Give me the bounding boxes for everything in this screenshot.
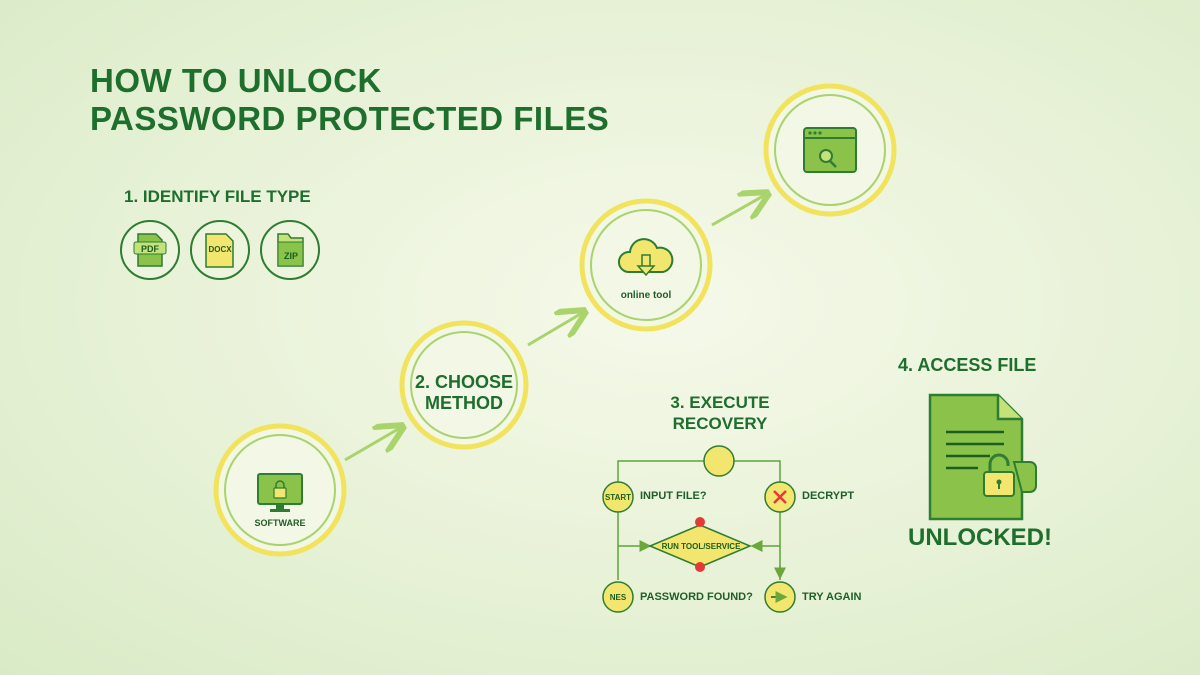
cloud-download-icon [618, 238, 674, 277]
software-label: SOFTWARE [254, 518, 306, 528]
docx-file-icon: DOCX [205, 233, 234, 268]
title-line-1: HOW TO UNLOCK [90, 62, 382, 99]
monitor-lock-icon [257, 473, 303, 512]
unlocked-label: UNLOCKED! [908, 524, 1052, 551]
step4-heading: 4. ACCESS FILE [898, 355, 1037, 375]
error-dot-top [695, 517, 705, 527]
try-again-label: TRY AGAIN [802, 591, 862, 603]
recovery-flow-lines [617, 460, 786, 580]
step1-heading: 1. IDENTIFY FILE TYPE [124, 187, 311, 206]
arrow-software-to-method [344, 428, 400, 462]
browser-search-icon [803, 127, 857, 173]
page-title: HOW TO UNLOCK PASSWORD PROTECTED FILES [90, 62, 609, 138]
pdf-file-icon: PDF [133, 233, 167, 267]
zip-file-button[interactable]: ZIP [260, 220, 320, 280]
step3-line-2: RECOVERY [672, 414, 768, 433]
flow-top-node [703, 445, 735, 477]
yes-node [602, 581, 634, 613]
decrypt-label: DECRYPT [802, 490, 855, 502]
online-tool-label: online tool [620, 290, 672, 301]
step3-heading: 3. EXECUTE RECOVERY [640, 392, 800, 434]
run-tool-label: RUN TOOL/SERVICE [662, 542, 741, 551]
yes-label: NES [610, 593, 627, 602]
docx-file-button[interactable]: DOCX [190, 220, 250, 280]
start-label: START [605, 493, 631, 502]
input-file-label: INPUT FILE? [640, 490, 707, 502]
step2-line-2: METHOD [425, 393, 503, 413]
error-dot-bottom [695, 562, 705, 572]
start-node [602, 481, 634, 513]
pdf-label: PDF [141, 244, 160, 254]
step2-line-1: 2. CHOOSE [414, 372, 514, 392]
step3-line-1: 3. EXECUTE [670, 393, 770, 412]
docx-label: DOCX [208, 245, 232, 254]
arrow-online-to-search [711, 195, 765, 227]
title-line-2: PASSWORD PROTECTED FILES [90, 100, 610, 137]
step2-heading: 2. CHOOSE METHOD [404, 372, 524, 414]
pdf-file-button[interactable]: PDF [120, 220, 180, 280]
arrow-method-to-online [527, 313, 582, 347]
close-icon [773, 490, 787, 504]
zip-file-icon: ZIP [277, 233, 304, 267]
unlocked-file-icon [928, 393, 1037, 521]
zip-label: ZIP [284, 251, 298, 261]
method-ring [399, 320, 529, 450]
password-found-label: PASSWORD FOUND? [640, 591, 753, 603]
